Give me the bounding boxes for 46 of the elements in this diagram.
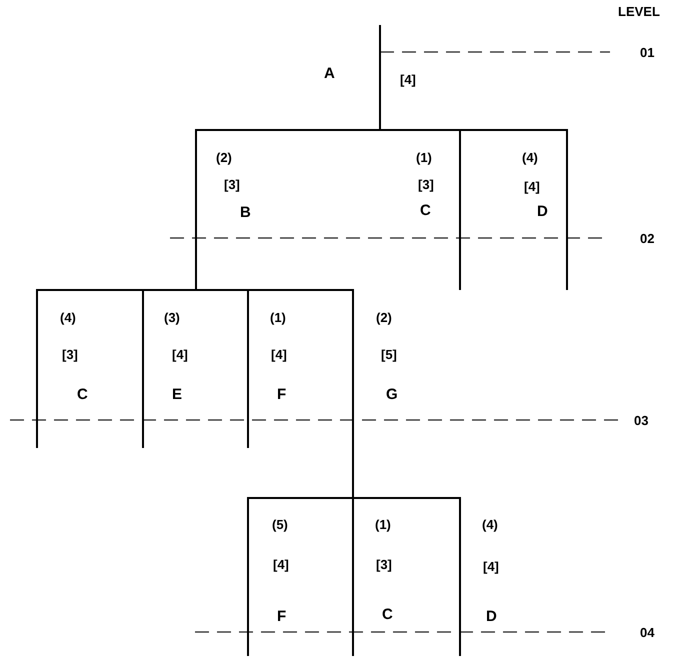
- connector-line: [380, 129, 568, 142]
- quantity-label: (1): [375, 517, 391, 532]
- part-label: F: [277, 387, 286, 402]
- connector-line: [352, 497, 354, 510]
- part-label: C: [382, 607, 393, 622]
- quantity-label: (1): [270, 310, 286, 325]
- connector-line: [247, 497, 353, 510]
- part-label: D: [486, 609, 497, 624]
- lead-time-label: [4]: [273, 557, 289, 572]
- lead-time-label: [5]: [381, 347, 397, 362]
- level-number: 03: [634, 413, 648, 428]
- lead-time-label: [3]: [224, 177, 240, 192]
- level-heading: LEVEL: [618, 4, 660, 19]
- part-label: E: [172, 387, 182, 402]
- part-label: C: [420, 203, 431, 218]
- quantity-label: (2): [376, 310, 392, 325]
- part-label: C: [77, 387, 88, 402]
- connector-line: [195, 129, 380, 142]
- tree-node: [522, 142, 568, 290]
- part-label: B: [240, 205, 251, 220]
- level-number: 01: [640, 45, 654, 60]
- part-label: F: [277, 609, 286, 624]
- lead-time-label: [4]: [271, 347, 287, 362]
- lead-time-label: [3]: [418, 177, 434, 192]
- connector-line: [353, 497, 461, 510]
- tree-node: [416, 142, 461, 290]
- quantity-label: (4): [60, 310, 76, 325]
- quantity-label: (1): [416, 150, 432, 165]
- lead-time-label: [4]: [172, 347, 188, 362]
- quantity-label: (2): [216, 150, 232, 165]
- part-label: A: [324, 66, 335, 81]
- level-number: 02: [640, 231, 654, 246]
- lead-time-label: [3]: [62, 347, 78, 362]
- quantity-label: (5): [272, 517, 288, 532]
- quantity-label: (4): [522, 150, 538, 165]
- connector-line: [142, 289, 196, 302]
- quantity-label: (4): [482, 517, 498, 532]
- part-label: G: [386, 387, 398, 402]
- part-label: D: [537, 204, 548, 219]
- connector-line: [196, 289, 354, 302]
- lead-time-label: [4]: [400, 72, 416, 87]
- lead-time-label: [3]: [376, 557, 392, 572]
- lead-time-label: [4]: [483, 559, 499, 574]
- quantity-label: (3): [164, 310, 180, 325]
- level-number: 04: [640, 625, 654, 640]
- lead-time-label: [4]: [524, 179, 540, 194]
